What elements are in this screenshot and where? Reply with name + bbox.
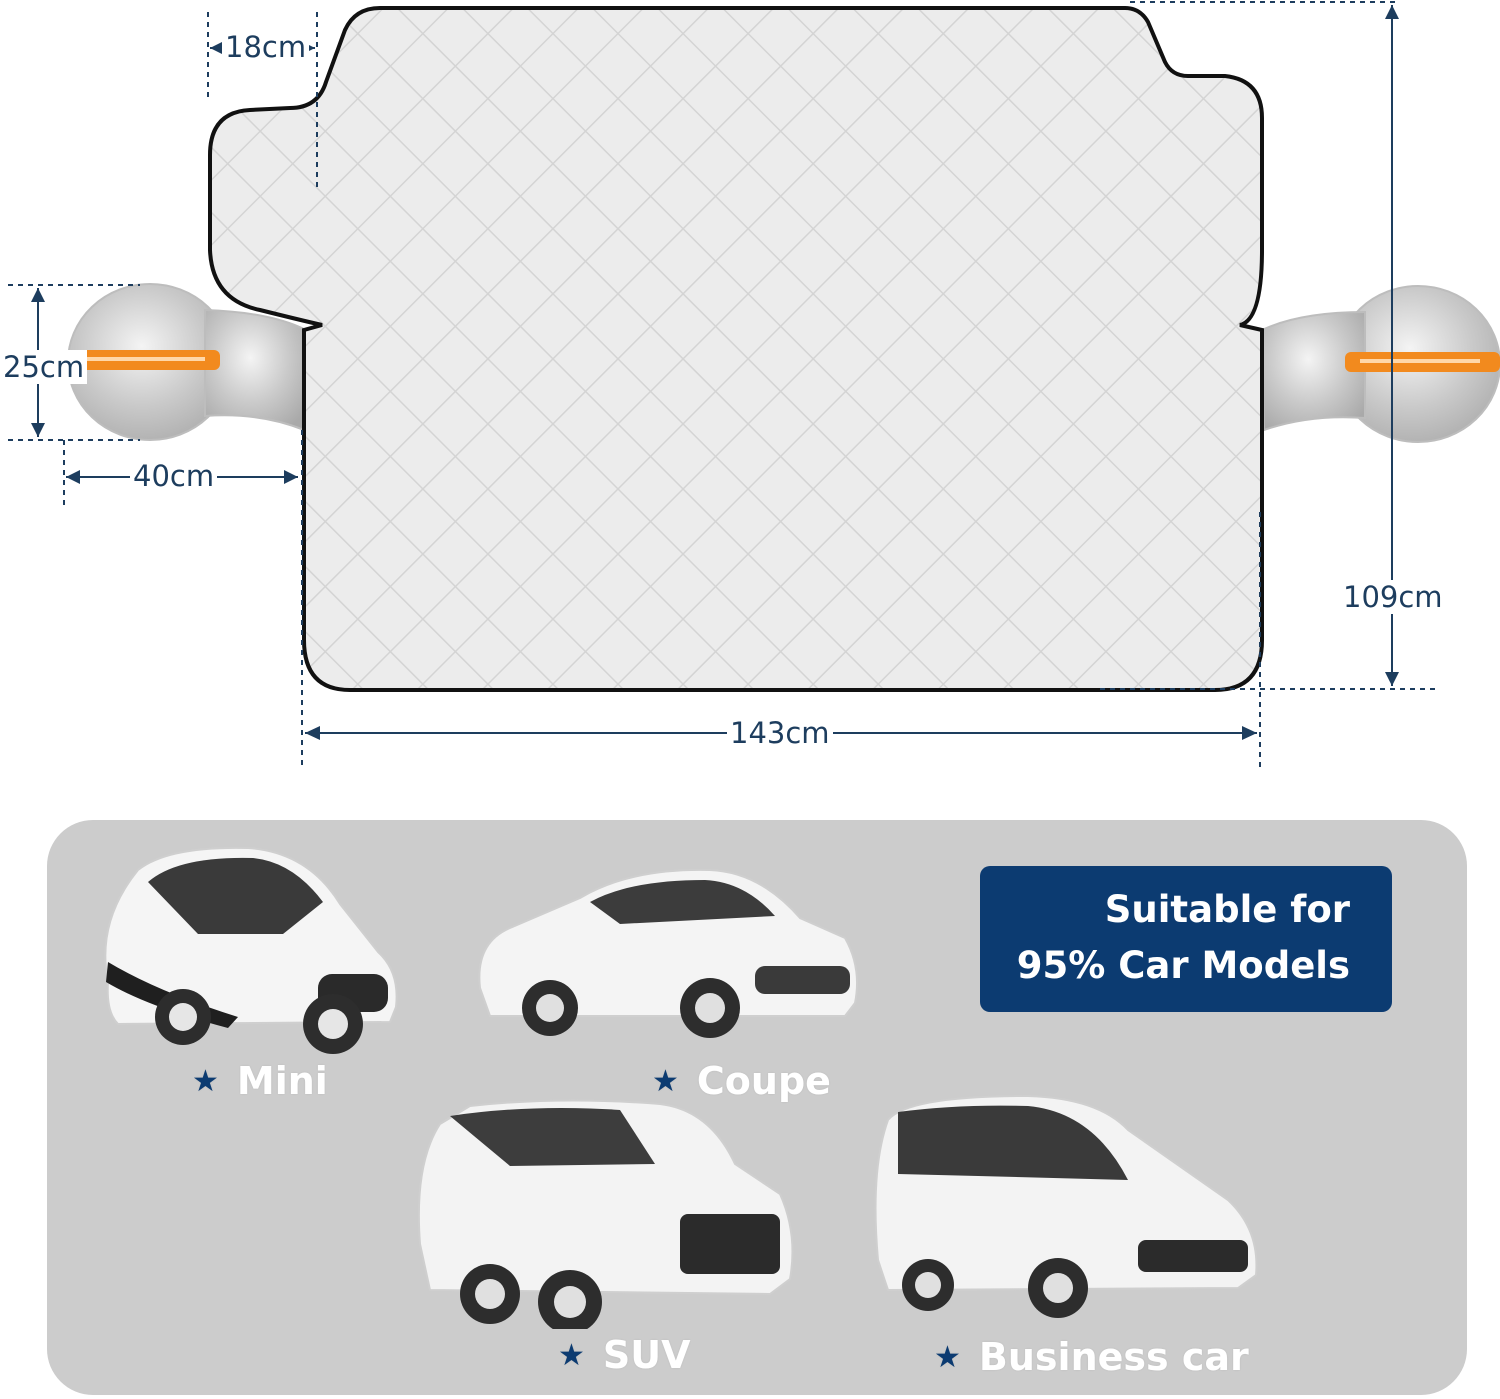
suv-car-image <box>417 1099 794 1329</box>
ear-width-label: 18cm <box>222 30 310 64</box>
model-name: SUV <box>602 1333 691 1377</box>
badge-line-2: 95% Car Models <box>1016 944 1350 987</box>
star-icon: ★ <box>558 1338 585 1373</box>
model-name: Coupe <box>696 1059 831 1103</box>
mirror-width-label: 40cm <box>130 459 218 493</box>
model-name: Business car <box>978 1335 1249 1379</box>
cover-width-label: 143cm <box>727 716 833 750</box>
model-label-coupe: ★ Coupe <box>652 1058 831 1105</box>
right-mirror-cover <box>1260 285 1500 443</box>
compatibility-badge: Suitable for 95% Car Models <box>980 866 1392 1012</box>
badge-line-1: Suitable for <box>1104 888 1350 931</box>
cover-height-label: 109cm <box>1340 580 1446 614</box>
star-icon: ★ <box>652 1064 679 1099</box>
star-icon: ★ <box>934 1340 961 1375</box>
model-label-mini: ★ Mini <box>192 1058 328 1105</box>
star-icon: ★ <box>192 1064 219 1099</box>
mirror-height-label: 25cm <box>0 350 88 384</box>
cover-body <box>208 6 1264 692</box>
windshield-cover-diagram <box>8 1 1500 770</box>
model-name: Mini <box>236 1059 328 1103</box>
coupe-car-image <box>478 868 858 1038</box>
model-label-suv: ★ SUV <box>558 1332 691 1379</box>
mini-car-image <box>104 846 398 1054</box>
model-label-business-car: ★ Business car <box>934 1334 1249 1381</box>
business-car-image <box>874 1094 1258 1318</box>
